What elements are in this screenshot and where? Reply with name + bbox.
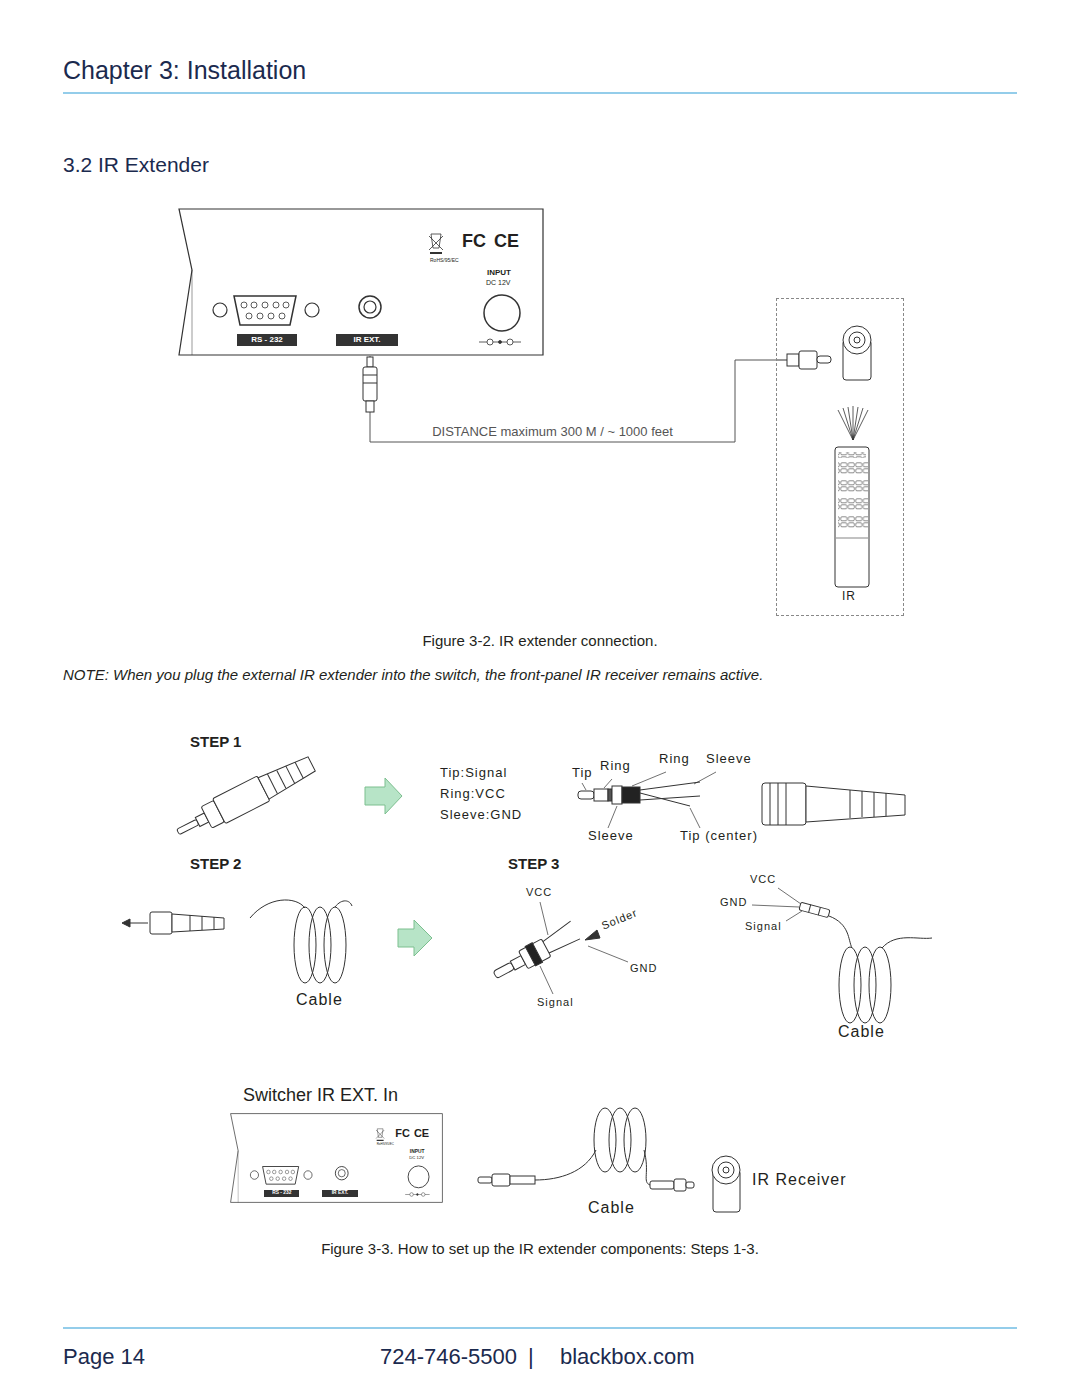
part-label: Sleeve <box>588 829 634 844</box>
port-tag: IR EXT. <box>322 1190 358 1197</box>
step-heading: STEP 2 <box>190 855 241 872</box>
part-label: Ring <box>659 752 690 767</box>
wire-label: GND <box>720 896 747 909</box>
port-label: IR EXT. <box>332 1190 348 1196</box>
device-panel: RoHS/95/ECFC CE INPUTDC 12V RS - 232 IR EXT. <box>230 1113 443 1203</box>
cert-logo: CE <box>414 1127 429 1140</box>
cable-label: Cable <box>588 1199 635 1217</box>
cert-logo: CE <box>494 231 519 252</box>
cert-logo: FC <box>395 1127 410 1140</box>
cable-label: Cable <box>296 991 343 1009</box>
pin-legend: Sleeve:GND <box>440 808 522 823</box>
wire-label: VCC <box>750 873 776 886</box>
panel-label: DC 12V <box>486 279 511 287</box>
solder-label: Solder <box>600 906 640 932</box>
port-label: IR EXT. <box>353 335 380 344</box>
part-label: Sleeve <box>706 752 752 767</box>
port-tag: RS - 232 <box>264 1190 299 1197</box>
wire-label: Signal <box>745 920 782 933</box>
part-label: Tip <box>572 766 593 781</box>
part-label: Ring <box>600 759 631 774</box>
pin-legend: Ring:VCC <box>440 787 506 802</box>
step-heading: STEP 1 <box>190 733 241 750</box>
section-subheading: Switcher IR EXT. In <box>243 1085 398 1106</box>
cert-logo: FC <box>462 231 486 252</box>
chapter-header: Chapter 3: Installation <box>63 56 306 85</box>
panel-label: RoHS/95/EC <box>377 1143 394 1147</box>
cable-label: Cable <box>838 1023 885 1041</box>
pin-legend: Tip:Signal <box>440 766 507 781</box>
port-label: RS - 232 <box>272 1190 291 1196</box>
panel-label: INPUT <box>410 1149 425 1155</box>
step-heading: STEP 3 <box>508 855 559 872</box>
device-label: IR <box>842 590 856 604</box>
wire-label: Signal <box>537 996 574 1009</box>
cable-connector <box>370 356 776 442</box>
panel-label: RoHS/95/EC <box>430 258 459 264</box>
wire-label: VCC <box>526 886 552 899</box>
port-label: RS - 232 <box>251 335 283 344</box>
ir-extender-box: IR <box>776 298 904 616</box>
part-label: Tip (center) <box>680 829 758 844</box>
panel-label: INPUT <box>487 268 511 277</box>
distance-label: DISTANCE maximum 300 M / ~ 1000 feet <box>430 425 675 440</box>
website: blackbox.com <box>560 1344 695 1369</box>
port-tag: IR EXT. <box>336 334 398 346</box>
section-heading: 3.2 IR Extender <box>63 153 209 177</box>
figure-caption: Figure 3-3. How to set up the IR extende… <box>321 1240 759 1257</box>
figure-caption: Figure 3-2. IR extender connection. <box>422 632 657 649</box>
panel-label: DC 12V <box>409 1156 424 1161</box>
phone-number: 724-746-5500 <box>380 1344 517 1369</box>
port-tag: RS - 232 <box>237 334 297 346</box>
note-text: NOTE: When you plug the external IR exte… <box>63 666 763 683</box>
wire-label: GND <box>630 962 657 975</box>
part-label: IR Receiver <box>752 1171 847 1189</box>
page-number: Page 14 <box>63 1344 145 1369</box>
device-panel: RoHS/95/ECFC CE INPUT DC 12V RS - 232 IR EXT. <box>178 208 544 356</box>
separator: | <box>528 1344 534 1369</box>
